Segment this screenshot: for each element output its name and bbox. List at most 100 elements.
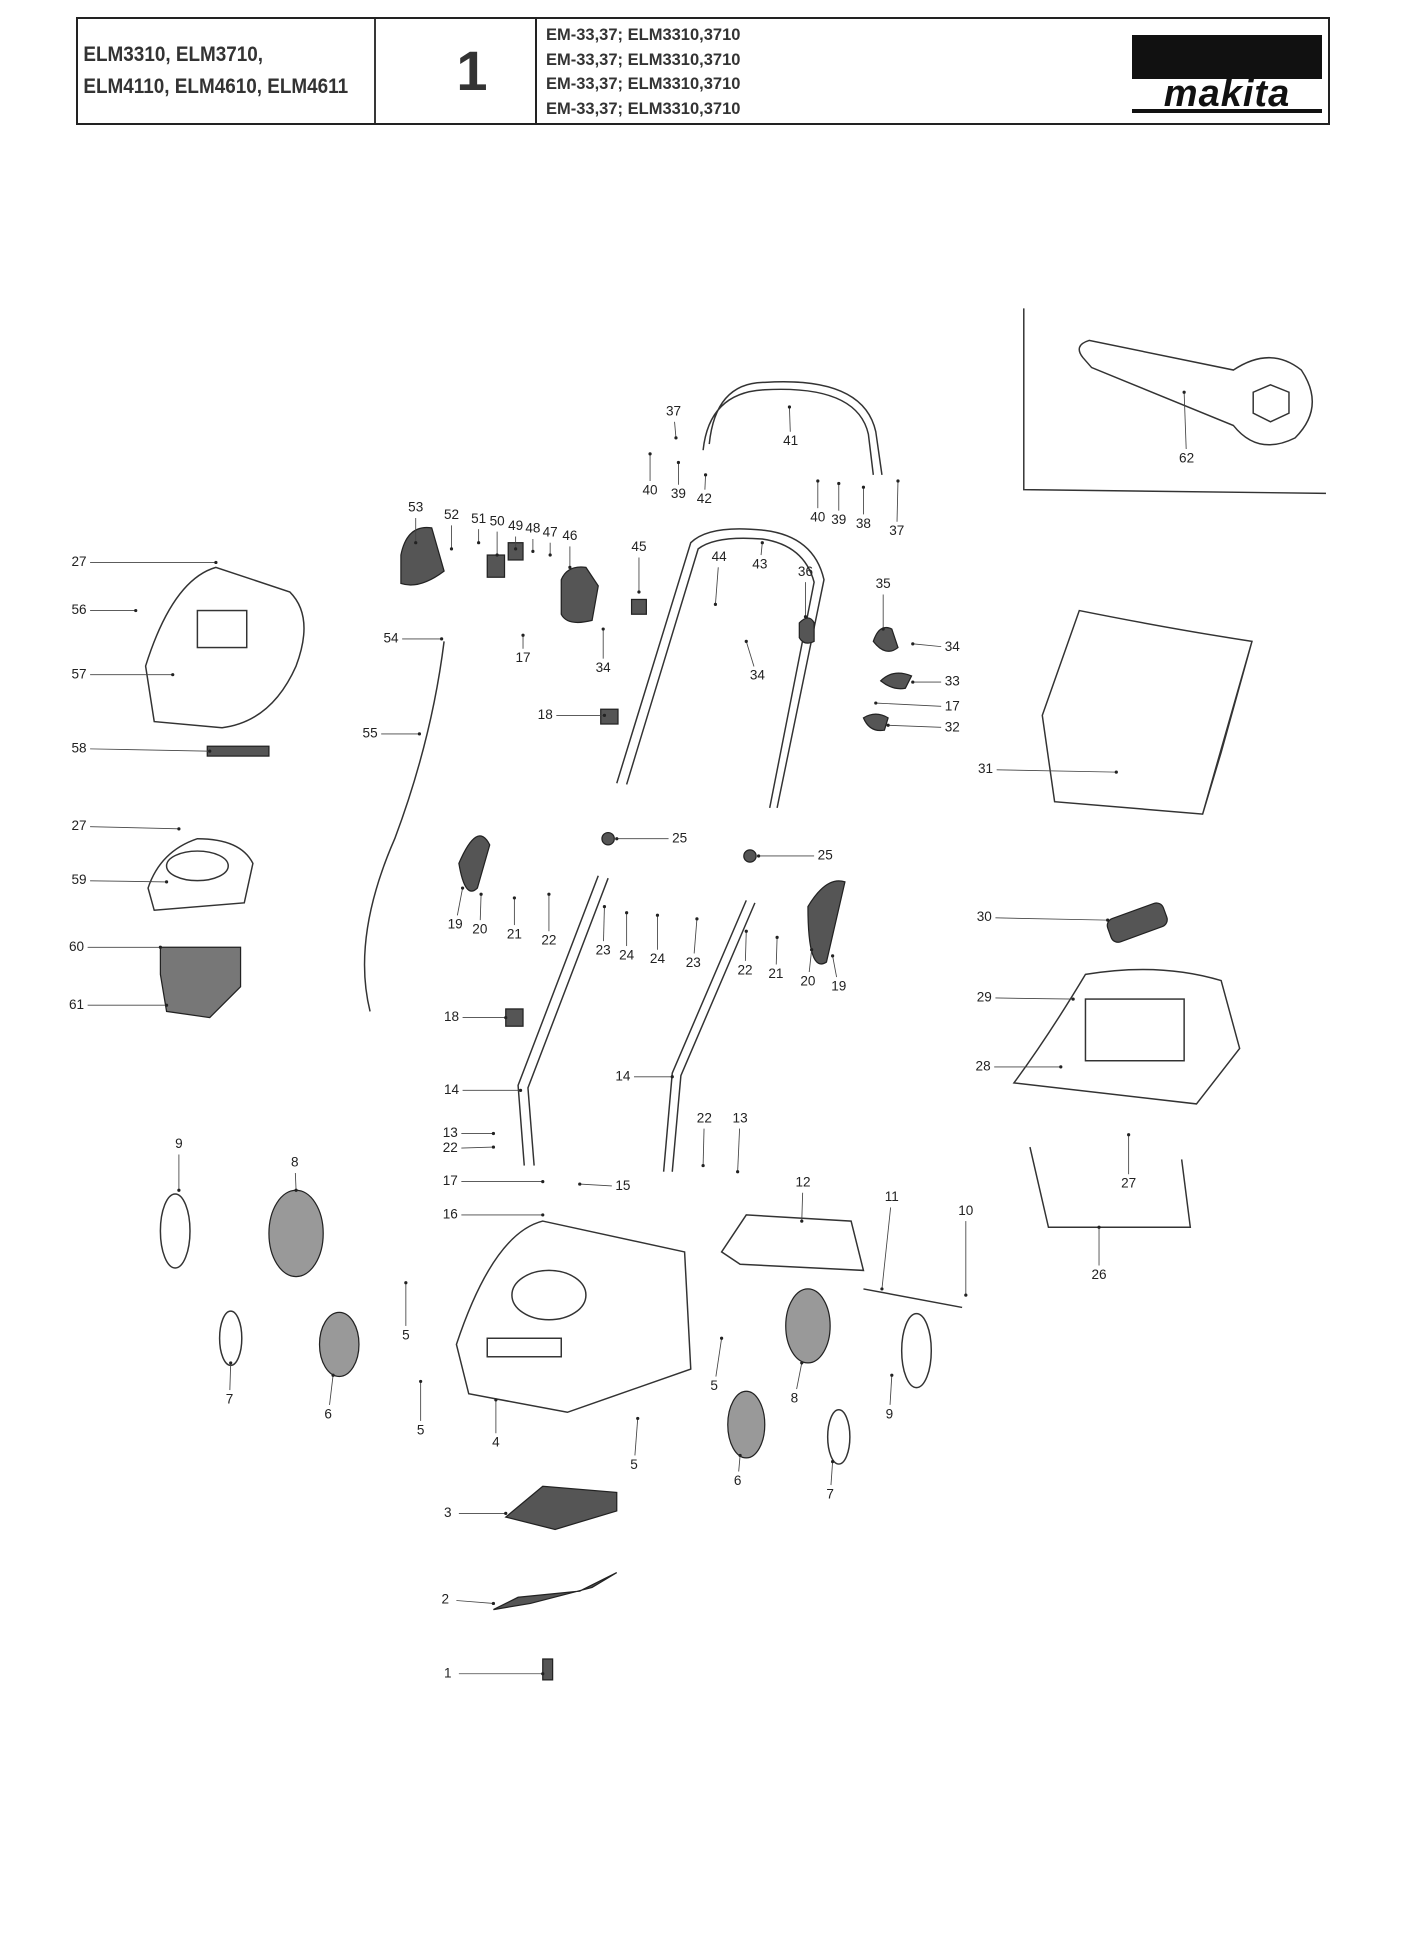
part-number-label: 15 bbox=[615, 1178, 630, 1193]
callout-34: 34 bbox=[911, 639, 960, 654]
leader-dot bbox=[512, 896, 516, 900]
callout-6: 6 bbox=[734, 1453, 742, 1488]
leader-dot bbox=[756, 854, 761, 858]
part-number-label: 8 bbox=[791, 1390, 799, 1405]
callout-21: 21 bbox=[768, 935, 783, 981]
callout-9: 9 bbox=[886, 1373, 894, 1421]
callout-22: 22 bbox=[443, 1140, 496, 1155]
leader-dot bbox=[158, 945, 162, 949]
part-number-label: 52 bbox=[444, 507, 459, 522]
callout-37: 37 bbox=[889, 479, 904, 538]
callout-19: 19 bbox=[831, 954, 846, 993]
part-number-label: 29 bbox=[977, 989, 992, 1004]
callout-9: 9 bbox=[175, 1136, 183, 1192]
leader-dot bbox=[541, 1213, 545, 1217]
leader-dot bbox=[831, 954, 835, 958]
leader-line bbox=[90, 880, 167, 883]
leader-dot bbox=[547, 892, 551, 896]
part-number-label: 40 bbox=[810, 510, 825, 525]
part-number-label: 34 bbox=[750, 667, 766, 682]
leader-line bbox=[715, 1338, 723, 1377]
motor-hood bbox=[144, 566, 305, 729]
part-number-label: 39 bbox=[671, 486, 686, 501]
callout-22: 22 bbox=[737, 929, 753, 977]
part-number-label: 34 bbox=[945, 639, 961, 654]
callout-17: 17 bbox=[443, 1173, 545, 1188]
part-number-label: 20 bbox=[472, 922, 487, 937]
part-number-label: 26 bbox=[1091, 1267, 1106, 1282]
page-number: 1 bbox=[409, 19, 537, 123]
leader-line bbox=[704, 474, 706, 490]
leader-line bbox=[1183, 392, 1187, 449]
fan-3 bbox=[504, 1485, 618, 1531]
part-number-label: 14 bbox=[615, 1068, 631, 1083]
lower-handle-right bbox=[662, 900, 756, 1172]
part-number-label: 32 bbox=[945, 719, 960, 734]
leader-dot bbox=[504, 1015, 508, 1020]
leader-dot bbox=[164, 880, 169, 884]
part-number-label: 5 bbox=[402, 1327, 410, 1342]
leader-dot bbox=[491, 1145, 496, 1149]
code-line: EM-33,37; ELM3310,3710 bbox=[546, 75, 741, 93]
leader-dot bbox=[655, 913, 660, 917]
callout-8: 8 bbox=[291, 1155, 299, 1192]
callout-59: 59 bbox=[71, 872, 169, 887]
leader-dot bbox=[294, 1188, 298, 1192]
callout-44: 44 bbox=[712, 549, 727, 606]
callout-48: 48 bbox=[525, 521, 540, 553]
callout-18: 18 bbox=[444, 1009, 508, 1024]
leader-dot bbox=[568, 565, 572, 569]
leader-line bbox=[995, 917, 1108, 921]
part-number-label: 38 bbox=[856, 516, 871, 531]
leader-dot bbox=[880, 1287, 884, 1291]
part-number-label: 4 bbox=[492, 1435, 500, 1450]
leader-dot bbox=[803, 615, 808, 619]
lever-left bbox=[458, 835, 491, 892]
part-number-label: 6 bbox=[734, 1473, 742, 1488]
part-number-label: 7 bbox=[226, 1392, 234, 1407]
part-number-label: 40 bbox=[643, 482, 658, 497]
callout-1: 1 bbox=[444, 1665, 545, 1680]
part-number-label: 6 bbox=[324, 1406, 332, 1421]
part-number-label: 46 bbox=[562, 528, 577, 543]
motor bbox=[159, 946, 242, 1019]
leader-dot bbox=[460, 886, 465, 890]
part-number-label: 59 bbox=[71, 872, 86, 887]
leader-dot bbox=[417, 732, 422, 736]
leader-dot bbox=[518, 1088, 523, 1092]
leader-dot bbox=[636, 1416, 640, 1421]
callout-5: 5 bbox=[417, 1379, 424, 1437]
callout-25: 25 bbox=[615, 830, 687, 845]
part-number-label: 45 bbox=[631, 539, 646, 554]
callout-18: 18 bbox=[538, 707, 607, 722]
callout-17: 17 bbox=[874, 698, 960, 713]
part-number-label: 27 bbox=[1121, 1176, 1136, 1191]
leader-dot bbox=[1071, 997, 1075, 1001]
code-line: EM-33,37; ELM3310,3710 bbox=[546, 26, 741, 44]
part-number-label: 31 bbox=[978, 761, 993, 776]
leader-line bbox=[634, 1418, 639, 1456]
lower-handle-left bbox=[517, 875, 609, 1166]
leader-line bbox=[995, 997, 1074, 1000]
callout-42: 42 bbox=[697, 473, 712, 506]
part-number-label: 43 bbox=[752, 556, 767, 571]
leader-line bbox=[715, 567, 719, 605]
leader-dot bbox=[911, 642, 915, 646]
part-number-label: 42 bbox=[697, 491, 712, 506]
callout-11: 11 bbox=[880, 1189, 899, 1291]
leader-line bbox=[229, 1362, 232, 1391]
callout-4: 4 bbox=[492, 1398, 500, 1450]
part-number-label: 18 bbox=[444, 1009, 459, 1024]
callout-10: 10 bbox=[958, 1203, 973, 1297]
part-number-label: 5 bbox=[630, 1457, 638, 1472]
part-number-label: 14 bbox=[444, 1082, 460, 1097]
callout-46: 46 bbox=[562, 528, 577, 569]
part-number-label: 60 bbox=[69, 939, 84, 954]
leader-line bbox=[808, 949, 813, 973]
part-number-label: 9 bbox=[886, 1406, 894, 1421]
part-number-label: 28 bbox=[976, 1058, 991, 1073]
leader-dot bbox=[703, 473, 708, 477]
callout-5: 5 bbox=[710, 1336, 724, 1393]
